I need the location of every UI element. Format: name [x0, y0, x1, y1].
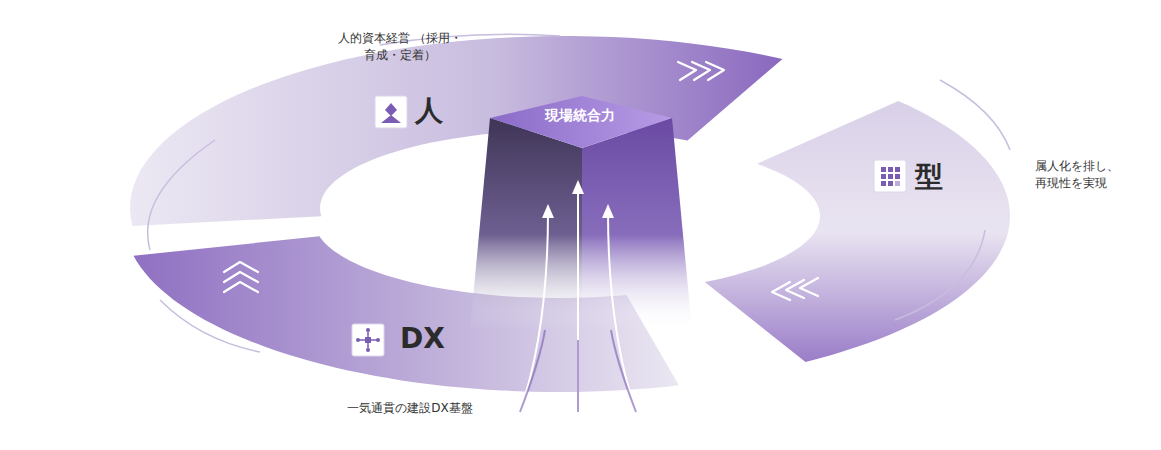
caption-text: 一気通貫の建設DX基盤 — [310, 400, 510, 417]
ring-band — [130, 36, 783, 226]
node-title: 型 — [915, 160, 943, 194]
heading-text: 人的資本経営 （採用・育成・定着） — [335, 30, 465, 64]
ring-segment-node: 人的資本経営 （採用・育成・定着） 人 — [270, 28, 530, 138]
ring-segment-node: DX 一気通貫の建設DX基盤 — [300, 318, 560, 428]
ring-band — [705, 101, 1010, 362]
ring-segment-node: 型 属人化を排し、 再現性を実現 — [910, 150, 1150, 220]
pillar-title: 現場統合力 — [500, 107, 660, 125]
description-text: 属人化を排し、 再現性を実現 — [1035, 158, 1140, 192]
node-title: 人 — [415, 94, 443, 128]
node-title: DX — [400, 322, 445, 356]
pillar-node: 現場統合力 — [500, 100, 660, 136]
